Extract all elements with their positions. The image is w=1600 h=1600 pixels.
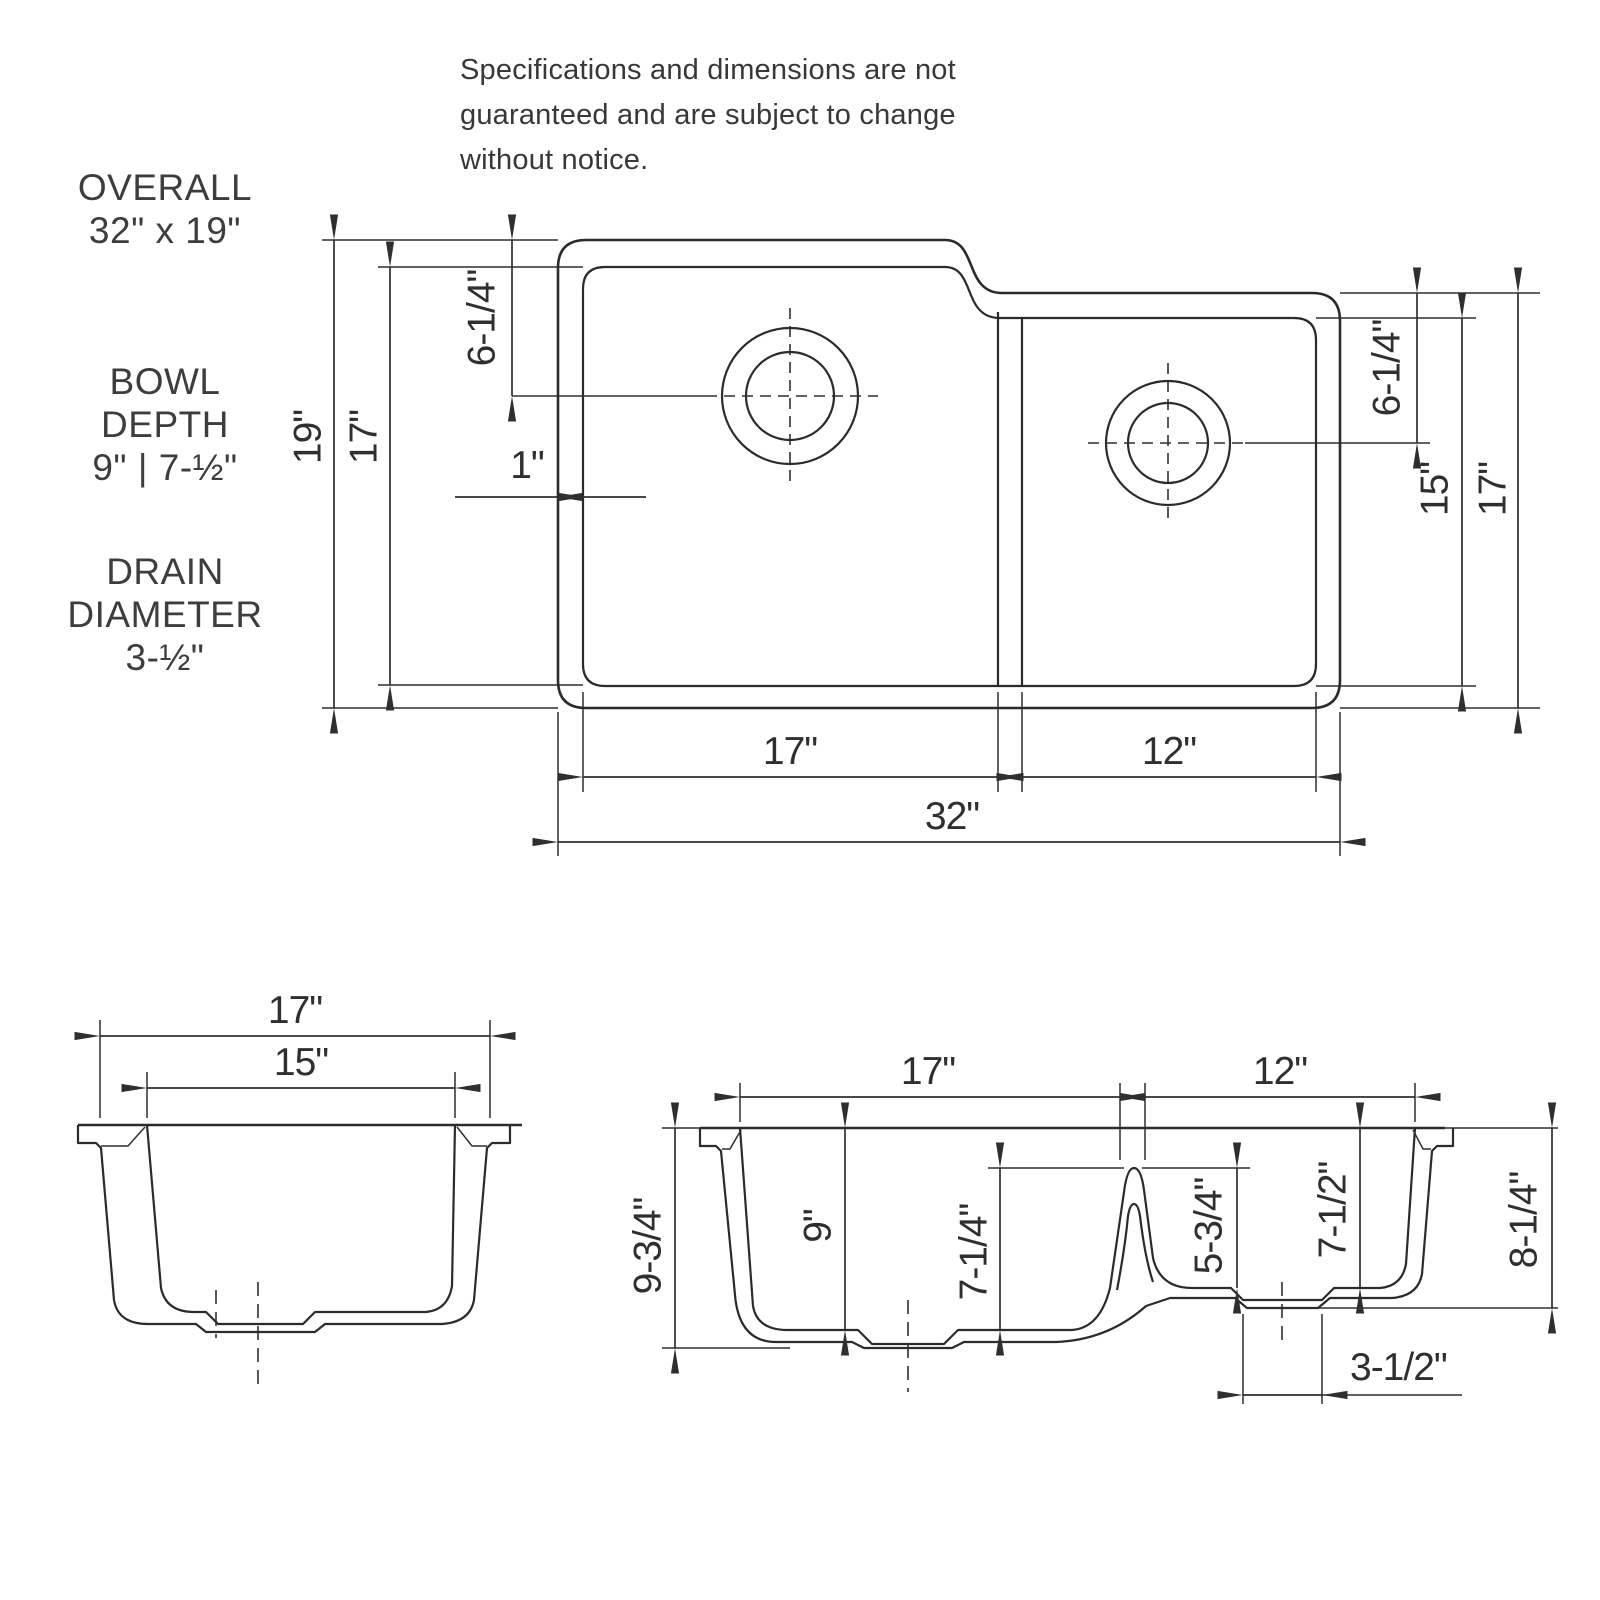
legend-bowl-depth: BOWL DEPTH 9" | 7-½" — [92, 361, 238, 488]
plan-overall-width-label: 32" — [925, 795, 979, 838]
front-divider-inner-line — [1115, 1202, 1155, 1291]
plan-large-bowl-width-label: 17" — [763, 730, 817, 773]
front-exterior-profile — [698, 1128, 1455, 1350]
plan-rim-lip-label: 1" — [510, 444, 544, 487]
side-exterior-profile — [76, 1125, 512, 1334]
front-small-bowl-depth-label: 7-1/2" — [1311, 1161, 1354, 1258]
plan-extension-lines — [322, 239, 1540, 856]
large-bowl-drain — [706, 308, 878, 486]
front-drain-width-label: 3-1/2" — [1350, 1346, 1447, 1389]
front-large-divider-depth-label: 7-1/4" — [952, 1203, 995, 1300]
front-large-bowl-width-label: 17" — [901, 1050, 955, 1093]
front-flange-steps — [722, 1129, 1431, 1150]
plan-large-drain-offset-label: 6-1/4" — [460, 269, 503, 366]
legend-drain-diameter: DRAIN DIAMETER 3-½" — [67, 551, 263, 678]
sink-outer-rim — [556, 238, 1342, 710]
front-small-bowl-width-label: 12" — [1253, 1050, 1307, 1093]
front-interior-profile — [738, 1127, 1417, 1346]
front-extension-lines — [662, 1083, 1558, 1404]
small-drain-centerlines — [1088, 363, 1250, 523]
plan-small-overall-height-label: 17" — [1471, 462, 1514, 516]
plan-small-bowl-height-label: 15" — [1413, 462, 1456, 516]
plan-small-bowl-width-label: 12" — [1142, 730, 1196, 773]
plan-small-drain-offset-label: 6-1/4" — [1365, 319, 1408, 416]
front-small-divider-depth-label: 5-3/4" — [1187, 1177, 1230, 1274]
plan-view: 19" 17" 6-1/4" 1" 6-1/4" 15" 17" 17" 12"… — [286, 214, 1540, 856]
bowl-divider — [996, 312, 1024, 686]
side-section-view: 17" 15" — [74, 989, 522, 1392]
front-large-bowl-depth-label: 9" — [796, 1209, 839, 1243]
side-extension-lines — [99, 1020, 491, 1118]
side-inner-width-label: 15" — [274, 1041, 328, 1084]
side-flange-steps — [101, 1126, 487, 1147]
large-drain-centerlines — [706, 308, 878, 486]
side-outer-width-label: 17" — [268, 989, 322, 1032]
side-interior-profile — [145, 1124, 457, 1326]
front-large-overall-depth-label: 9-3/4" — [626, 1197, 669, 1294]
legend-overall: OVERALL 32" x 19" — [77, 167, 253, 251]
sink-rim-inner-edge — [581, 265, 1318, 688]
front-section-view: 17" 12" 9-3/4" 9" 7-1/4" 5-3/4" 7-1/2" 8… — [626, 1050, 1558, 1404]
plan-overall-height-label: 19" — [286, 410, 329, 464]
plan-bowl-height-label: 17" — [342, 410, 385, 464]
small-bowl-drain — [1088, 363, 1250, 523]
front-small-overall-depth-label: 8-1/4" — [1502, 1171, 1545, 1268]
disclaimer-text: Specifications and dimensions are not gu… — [460, 54, 956, 176]
